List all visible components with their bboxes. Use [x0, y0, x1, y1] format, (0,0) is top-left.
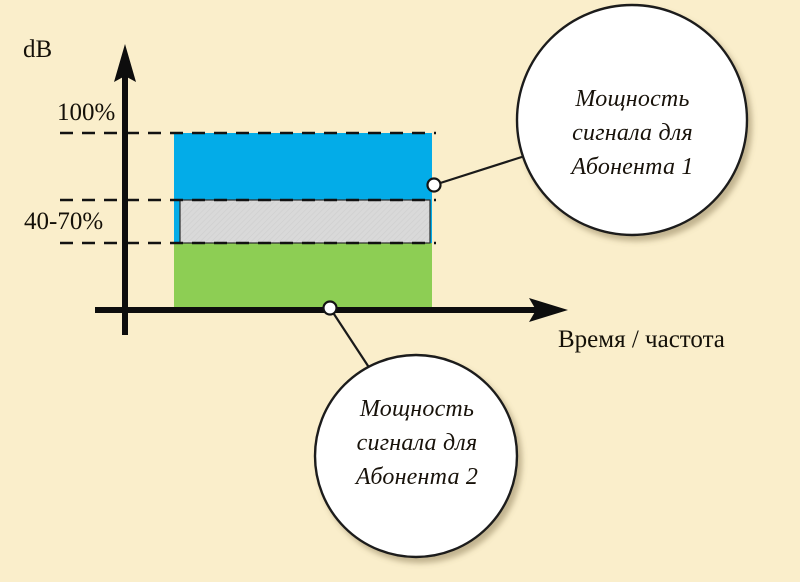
callout-2-label: Мощность сигнала для Абонента 2: [322, 392, 512, 494]
callout-1-anchor-dot[interactable]: [426, 177, 442, 193]
callout-bubble-1[interactable]: [515, 3, 749, 237]
y-axis-tick-label-40-70: 40-70%: [24, 208, 104, 235]
callout-1-label: Мощность сигнала для Абонента 1: [530, 82, 735, 184]
callout-2-connector: [329, 307, 373, 373]
bar-segment-hatched-range: [179, 199, 431, 244]
callout-1-connector: [433, 153, 529, 187]
y-axis-arrow-icon: [114, 44, 136, 82]
y-axis-tick-label-100: 100%: [57, 99, 116, 126]
x-axis-arrow-icon: [529, 298, 568, 322]
bar-segment-green: [174, 243, 432, 310]
callout-2-line-1: Мощность: [359, 396, 475, 422]
callout-bubble-2[interactable]: [313, 353, 519, 559]
y-axis-unit-label: dB: [23, 36, 53, 63]
callout-1-line-1: Мощность: [575, 86, 690, 112]
callout-2-anchor-dot[interactable]: [322, 300, 338, 316]
callout-1-line-3: Абонента 1: [571, 154, 694, 181]
callout-1-line-2: сигнала для: [572, 120, 693, 147]
callout-2-line-2: сигнала для: [356, 430, 478, 457]
callout-2-line-3: Абонента 2: [355, 464, 479, 491]
x-axis-title: Время / частота: [558, 326, 725, 353]
